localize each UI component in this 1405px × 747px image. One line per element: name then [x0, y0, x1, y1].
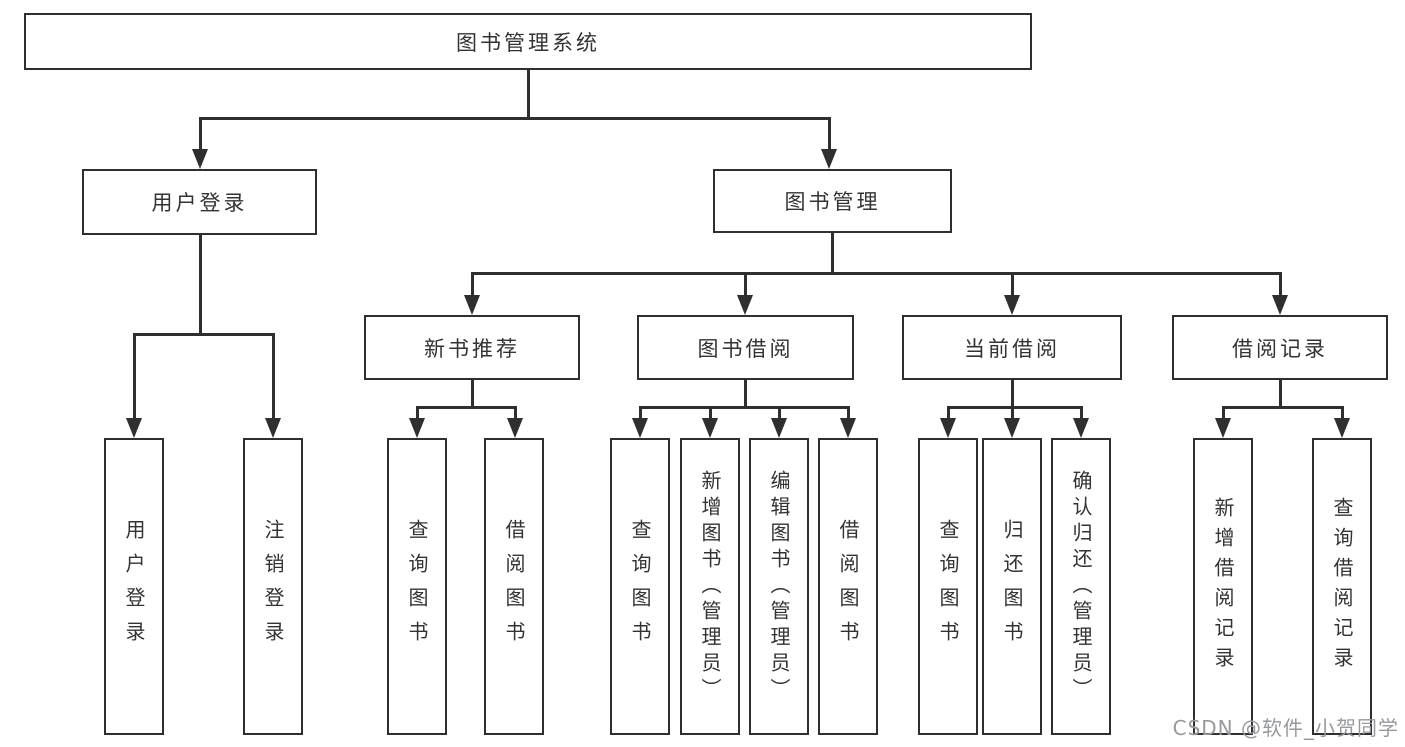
connector-user-login-stem	[199, 235, 202, 336]
node-book-management-label: 图书管理	[784, 190, 881, 214]
node-current-borrow-label: 当前借阅	[964, 336, 1060, 361]
leaf-bb-add-books-admin: 新增图书（管理员）	[680, 438, 740, 735]
arrowhead-book-management	[821, 149, 837, 169]
arrowhead-login	[126, 418, 142, 438]
leaf-logout-label: 注销登录	[261, 518, 285, 655]
node-root: 图书管理系统	[24, 13, 1032, 70]
connector-to-logout	[272, 333, 275, 420]
connector-to-bb-add	[709, 406, 712, 420]
connector-to-bb-borrow	[847, 406, 850, 420]
leaf-user-login: 用户登录	[104, 438, 164, 735]
connector-borrow-records-rail	[1222, 406, 1343, 409]
leaf-br-query-record: 查询借阅记录	[1312, 438, 1372, 735]
leaf-cb-query-books-label: 查询图书	[936, 518, 960, 655]
connector-to-user-login	[199, 117, 202, 152]
connector-to-cb-return	[1011, 406, 1014, 420]
arrowhead-current-borrow	[1004, 295, 1020, 315]
leaf-bb-query-books-label: 查询图书	[628, 518, 652, 655]
arrowhead-cb-return	[1004, 418, 1020, 438]
arrowhead-bb-borrow	[840, 418, 856, 438]
connector-book-borrow-rail	[639, 406, 850, 409]
arrowhead-new-book-recommend	[464, 295, 480, 315]
arrowhead-bb-edit	[771, 418, 787, 438]
arrowhead-logout	[265, 418, 281, 438]
leaf-cb-query-books: 查询图书	[918, 438, 978, 735]
node-book-management: 图书管理	[713, 169, 952, 233]
leaf-cb-confirm-return-admin: 确认归还（管理员）	[1051, 438, 1111, 735]
arrowhead-cb-query	[940, 418, 956, 438]
connector-level3-rail	[471, 272, 1281, 275]
leaf-nr-query-books: 查询图书	[387, 438, 447, 735]
connector-to-login	[133, 333, 136, 420]
connector-to-cb-confirm	[1080, 406, 1083, 420]
leaf-bb-borrow-books-label: 借阅图书	[836, 518, 860, 655]
node-new-book-recommend: 新书推荐	[364, 315, 580, 380]
leaf-cb-return-books-label: 归还图书	[1000, 518, 1024, 655]
leaf-bb-query-books: 查询图书	[610, 438, 670, 735]
leaf-br-query-record-label: 查询借阅记录	[1330, 496, 1354, 677]
arrowhead-user-login	[192, 149, 208, 169]
arrowhead-book-borrow	[737, 295, 753, 315]
connector-to-borrow-records	[1279, 272, 1282, 298]
leaf-bb-add-books-admin-label: 新增图书（管理员）	[698, 469, 722, 704]
leaf-cb-confirm-return-admin-label: 确认归还（管理员）	[1069, 469, 1093, 704]
arrowhead-br-add	[1215, 418, 1231, 438]
node-user-login: 用户登录	[82, 169, 317, 235]
connector-to-nr-query	[416, 406, 419, 420]
leaf-user-login-label: 用户登录	[122, 518, 146, 655]
connector-to-new-book-recommend	[471, 272, 474, 298]
leaf-bb-edit-books-admin-label: 编辑图书（管理员）	[767, 469, 791, 704]
leaf-br-add-record: 新增借阅记录	[1193, 438, 1253, 735]
connector-current-borrow-stem	[1011, 380, 1014, 408]
connector-to-bb-query	[639, 406, 642, 420]
arrowhead-br-query	[1334, 418, 1350, 438]
node-borrow-records-label: 借阅记录	[1232, 336, 1328, 361]
connector-to-book-borrow	[744, 272, 747, 298]
connector-to-cb-query	[947, 406, 950, 420]
node-current-borrow: 当前借阅	[902, 315, 1122, 380]
arrowhead-nr-query	[409, 418, 425, 438]
csdn-watermark: CSDN @软件_小贺同学	[1172, 716, 1399, 740]
node-new-book-recommend-label: 新书推荐	[424, 336, 520, 361]
arrowhead-borrow-records	[1272, 295, 1288, 315]
connector-to-nr-borrow	[514, 406, 517, 420]
connector-new-book-recommend-rail	[416, 406, 517, 409]
connector-new-book-recommend-stem	[471, 380, 474, 408]
arrowhead-bb-add	[702, 418, 718, 438]
connector-level2-rail	[199, 117, 831, 120]
arrowhead-cb-confirm	[1073, 418, 1089, 438]
leaf-nr-borrow-books-label: 借阅图书	[502, 518, 526, 655]
connector-root-stem	[527, 70, 530, 120]
connector-to-bb-edit	[778, 406, 781, 420]
node-book-borrow-label: 图书借阅	[697, 336, 794, 361]
node-user-login-label: 用户登录	[151, 191, 248, 215]
connector-borrow-records-stem	[1279, 380, 1282, 408]
connector-user-login-rail	[133, 333, 275, 336]
leaf-br-add-record-label: 新增借阅记录	[1211, 496, 1235, 677]
leaf-nr-query-books-label: 查询图书	[405, 518, 429, 655]
connector-book-borrow-stem	[744, 380, 747, 408]
node-root-label: 图书管理系统	[456, 30, 600, 55]
leaf-logout: 注销登录	[243, 438, 303, 735]
connector-to-br-add	[1222, 406, 1225, 420]
leaf-bb-edit-books-admin: 编辑图书（管理员）	[749, 438, 809, 735]
node-book-borrow: 图书借阅	[637, 315, 854, 380]
arrowhead-bb-query	[632, 418, 648, 438]
connector-to-book-management	[828, 117, 831, 152]
leaf-cb-return-books: 归还图书	[982, 438, 1042, 735]
node-borrow-records: 借阅记录	[1172, 315, 1388, 380]
leaf-bb-borrow-books: 借阅图书	[818, 438, 878, 735]
connector-book-management-stem	[831, 233, 834, 274]
connector-to-br-query	[1341, 406, 1344, 420]
connector-to-current-borrow	[1011, 272, 1014, 298]
leaf-nr-borrow-books: 借阅图书	[484, 438, 544, 735]
arrowhead-nr-borrow	[507, 418, 523, 438]
connector-current-borrow-rail	[947, 406, 1083, 409]
